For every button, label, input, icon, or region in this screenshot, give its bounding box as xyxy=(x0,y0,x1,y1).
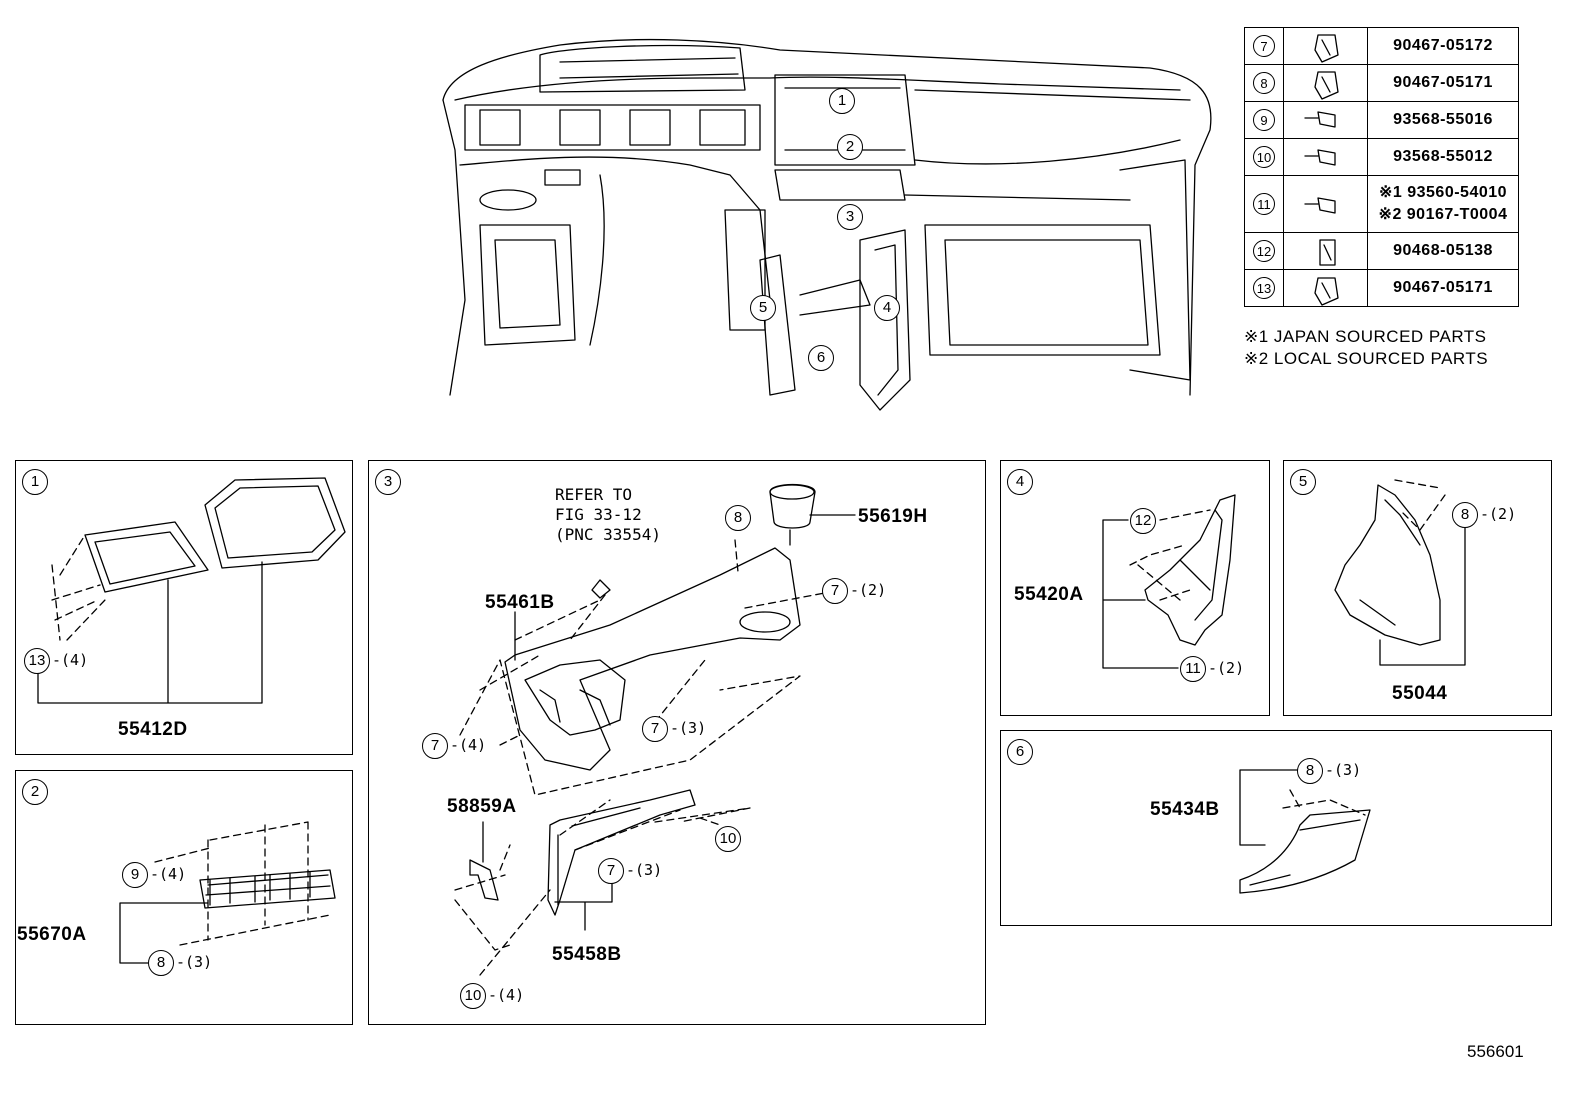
legend-part: 93568-55012 xyxy=(1367,138,1519,176)
callout-7: 7 xyxy=(822,578,848,604)
legend-part: 90468-05138 xyxy=(1367,232,1519,270)
overview-callout-6: 6 xyxy=(808,345,834,371)
panel-number: 5 xyxy=(1290,469,1316,495)
quantity-label: -(2) xyxy=(1208,659,1245,677)
legend-part: 93568-55016 xyxy=(1367,101,1519,139)
callout-8: 8 xyxy=(1452,502,1478,528)
quantity-label: -(3) xyxy=(626,861,663,879)
panel-3-artwork xyxy=(454,483,856,976)
legend-row: 8 90467-05171 xyxy=(1244,64,1519,102)
part-number-55670A: 55670A xyxy=(17,924,87,945)
legend-num: 7 xyxy=(1253,35,1275,57)
reference-line-1: REFER TO xyxy=(555,485,633,504)
part-number-55044: 55044 xyxy=(1392,683,1448,704)
panel-1-artwork xyxy=(37,477,346,704)
part-number-55420A: 55420A xyxy=(1014,584,1084,605)
legend-row: 10 93568-55012 xyxy=(1244,138,1519,176)
overview-callout-3: 3 xyxy=(837,204,863,230)
callout-10: 10 xyxy=(460,983,486,1009)
legend-part: 90467-05171 xyxy=(1367,269,1519,307)
part-number-55461B: 55461B xyxy=(485,592,555,613)
reference-line-2: FIG 33-12 xyxy=(555,505,642,524)
screw-icon xyxy=(1283,101,1368,139)
legend-num: 13 xyxy=(1253,277,1275,299)
panel-6-artwork xyxy=(1239,769,1371,894)
callout-10: 10 xyxy=(715,826,741,852)
instrument-panel-overview xyxy=(442,38,1212,411)
panel-number: 4 xyxy=(1007,469,1033,495)
panel-4-artwork xyxy=(1102,494,1236,669)
quantity-label: -(4) xyxy=(52,651,89,669)
figure-id: 556601 xyxy=(1467,1042,1524,1061)
quantity-label: -(4) xyxy=(488,986,525,1004)
callout-13: 13 xyxy=(24,648,50,674)
legend-part-local: ※2 90167-T0004 xyxy=(1378,206,1508,223)
quantity-label: -(4) xyxy=(150,865,187,883)
callout-11: 11 xyxy=(1180,656,1206,682)
quantity-label: -(2) xyxy=(1480,505,1517,523)
screw-icon xyxy=(1283,138,1368,176)
quantity-label: -(2) xyxy=(850,581,887,599)
legend-row: 7 90467-05172 xyxy=(1244,27,1519,65)
overview-callout-5: 5 xyxy=(750,295,776,321)
clip-icon xyxy=(1283,269,1368,307)
note-japan-sourced: ※1 JAPAN SOURCED PARTS xyxy=(1244,327,1487,346)
clip-icon xyxy=(1283,232,1368,270)
legend-num: 8 xyxy=(1253,72,1275,94)
part-number-58859A: 58859A xyxy=(447,796,517,817)
legend-part: 90467-05172 xyxy=(1367,27,1519,65)
legend-num: 11 xyxy=(1253,193,1275,215)
legend-row: 12 90468-05138 xyxy=(1244,232,1519,270)
detail-panel-1: 1 xyxy=(15,460,353,755)
callout-8: 8 xyxy=(148,950,174,976)
legend-row: 13 90467-05171 xyxy=(1244,269,1519,307)
panel-2-artwork xyxy=(119,821,336,964)
callout-9: 9 xyxy=(122,862,148,888)
note-local-sourced: ※2 LOCAL SOURCED PARTS xyxy=(1244,349,1489,368)
callout-7: 7 xyxy=(598,858,624,884)
legend-row: 11 ※1 93560-54010 ※2 90167-T0004 xyxy=(1244,175,1519,233)
callout-8: 8 xyxy=(1297,758,1323,784)
legend-part: 90467-05171 xyxy=(1367,64,1519,102)
legend-num: 10 xyxy=(1253,146,1275,168)
part-number-55412D: 55412D xyxy=(118,719,188,740)
quantity-label: -(4) xyxy=(450,736,487,754)
callout-12: 12 xyxy=(1130,508,1156,534)
reference-line-3: (PNC 33554) xyxy=(555,525,661,544)
detail-panel-5: 5 xyxy=(1283,460,1552,716)
detail-panel-2: 2 xyxy=(15,770,353,1025)
overview-callout-1: 1 xyxy=(829,88,855,114)
panel-number: 3 xyxy=(375,469,401,495)
panel-number: 6 xyxy=(1007,739,1033,765)
quantity-label: -(3) xyxy=(176,953,213,971)
legend-row: 9 93568-55016 xyxy=(1244,101,1519,139)
legend-part-japan: ※1 93560-54010 xyxy=(1378,184,1508,201)
panel-number: 2 xyxy=(22,779,48,805)
quantity-label: -(3) xyxy=(1325,761,1362,779)
panel-number: 1 xyxy=(22,469,48,495)
clip-icon xyxy=(1283,27,1368,65)
overview-callout-2: 2 xyxy=(837,134,863,160)
callout-7: 7 xyxy=(422,733,448,759)
detail-panel-6: 6 xyxy=(1000,730,1552,926)
quantity-label: -(3) xyxy=(670,719,707,737)
detail-panel-3: 3 xyxy=(368,460,986,1025)
fastener-legend-table: 7 90467-05172 8 90467-05171 9 93568-5501… xyxy=(1244,27,1519,307)
callout-8: 8 xyxy=(725,505,751,531)
overview-callout-4: 4 xyxy=(874,295,900,321)
part-number-55434B: 55434B xyxy=(1150,799,1220,820)
part-number-55619H: 55619H xyxy=(858,506,928,527)
clip-icon xyxy=(1283,64,1368,102)
screw-icon xyxy=(1283,175,1368,233)
legend-num: 9 xyxy=(1253,109,1275,131)
part-number-55458B: 55458B xyxy=(552,944,622,965)
detail-panel-4: 4 xyxy=(1000,460,1270,716)
callout-7: 7 xyxy=(642,716,668,742)
panel-5-artwork xyxy=(1334,479,1466,666)
legend-num: 12 xyxy=(1253,240,1275,262)
